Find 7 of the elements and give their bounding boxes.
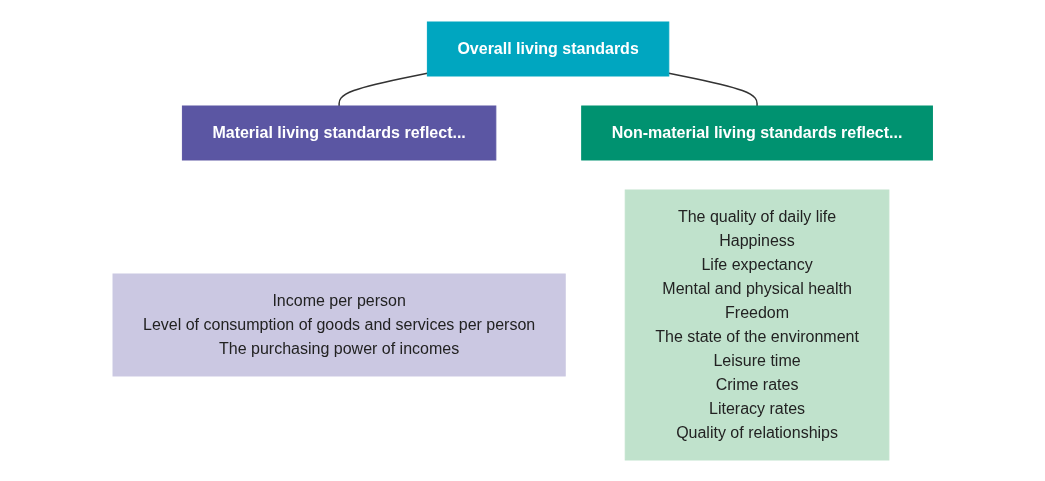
node-box: Material living standards reflect... [181,105,497,160]
connector [667,72,758,107]
node-box: The quality of daily life Happiness Life expectancy Mental and physical health Freedom The state of the environment Leisure time Crime rates Literacy rates Quality of relationships [624,189,890,460]
node-box: Non-material living standards reflect... [580,105,933,160]
node-box: Income per person Level of consumption of goods and services per person The purchasing power of incomes [112,273,566,376]
connector [338,72,428,107]
node-box: Overall living standards [426,21,670,76]
